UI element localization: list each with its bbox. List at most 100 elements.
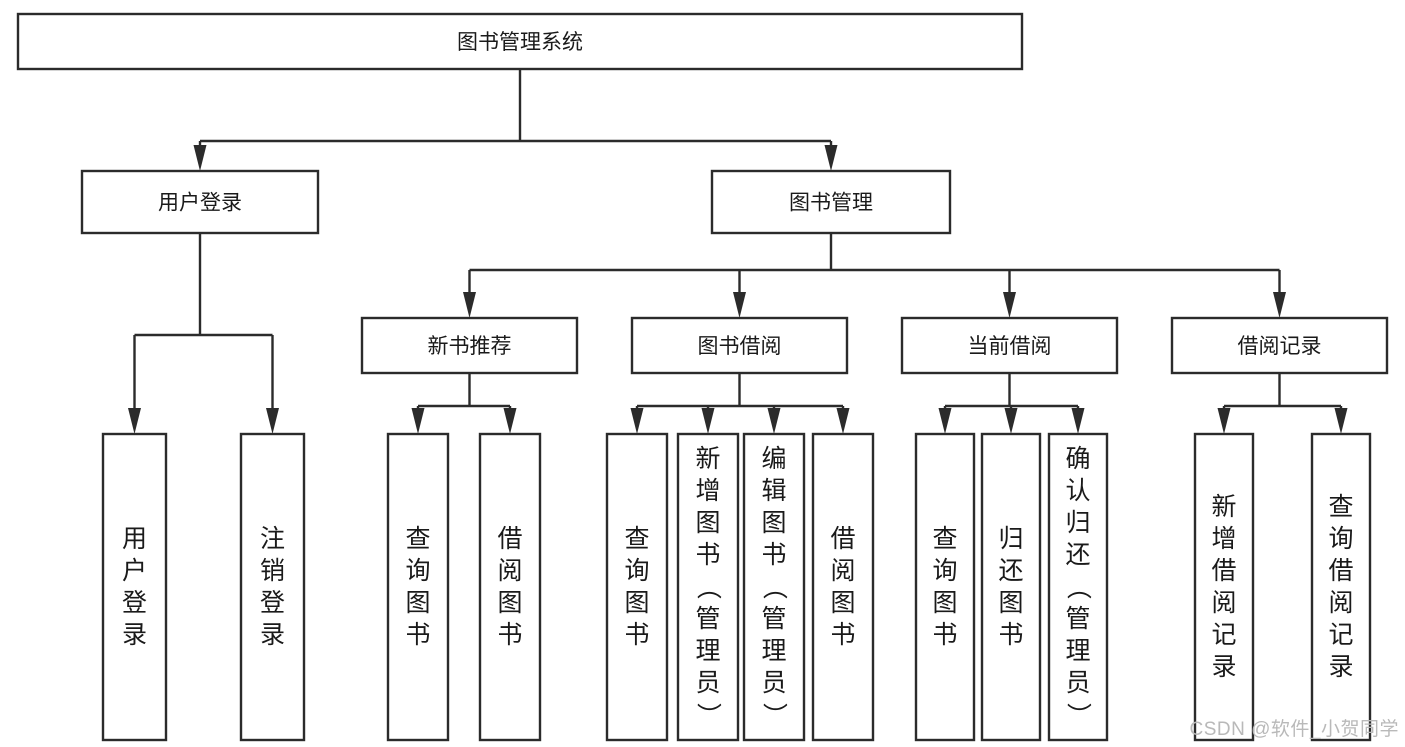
leaf-node-leaf-borrow-book-1-char: 书 — [497, 621, 522, 649]
leaf-node-leaf-add-book-rect — [676, 432, 740, 742]
level2-node-current-borrow-rect — [900, 316, 1119, 375]
leaf-node-leaf-query-book-1-rect — [386, 432, 450, 742]
level2-node-current-borrow-label: 当前借阅 — [968, 335, 1052, 358]
leaf-node-leaf-query-book-1-char: 图 — [405, 589, 430, 617]
leaf-node-leaf-borrow-book-1-char: 借 — [497, 525, 522, 553]
leaf-node-leaf-query-book-2-char: 图 — [624, 589, 649, 617]
leaf-node-leaf-query-book-1-char: 询 — [405, 557, 430, 585]
leaf-node-leaf-query-book-2-char: 书 — [624, 621, 649, 649]
leaf-node-leaf-query-record-char: 查 — [1328, 493, 1353, 521]
level2-node-book-borrow-rect — [630, 316, 849, 375]
leaf-node-leaf-query-record-char: 阅 — [1328, 589, 1353, 617]
arrow-down-icon — [630, 408, 644, 434]
leaf-node-leaf-return-book-char: 归 — [998, 525, 1023, 553]
leaf-node-leaf-edit-book-char: 书 — [761, 541, 786, 569]
leaf-node-leaf-query-book-2-char: 查 — [624, 525, 649, 553]
arrow-down-icon — [1004, 408, 1018, 434]
arrow-down-icon — [1217, 408, 1231, 434]
leaf-node-leaf-user-login-char: 录 — [122, 621, 147, 649]
node-layer: 图书管理系统用户登录图书管理新书推荐图书借阅当前借阅借阅记录用户登录注销登录查询… — [16, 12, 1389, 742]
level1-node-book-manage[interactable]: 图书管理 — [710, 169, 952, 235]
arrow-down-icon — [1071, 408, 1085, 434]
arrow-down-icon — [1273, 292, 1286, 318]
arrow-down-icon — [767, 408, 781, 434]
arrow-down-icon — [128, 408, 141, 434]
leaf-node-leaf-add-record-char: 增 — [1211, 525, 1236, 553]
leaf-node-leaf-logout-char: 销 — [260, 557, 285, 585]
level2-node-book-borrow-label: 图书借阅 — [698, 335, 782, 358]
root-node-system[interactable]: 图书管理系统 — [16, 12, 1024, 71]
leaf-node-leaf-return-book-char: 图 — [998, 589, 1023, 617]
level2-node-new-book-rec-rect — [360, 316, 579, 375]
arrow-down-icon — [266, 408, 279, 434]
level2-node-borrow-record[interactable]: 借阅记录 — [1170, 316, 1389, 375]
level1-node-book-manage-label: 图书管理 — [789, 192, 873, 215]
level2-node-current-borrow[interactable]: 当前借阅 — [900, 316, 1119, 375]
leaf-node-leaf-edit-book-rect — [742, 432, 806, 742]
leaf-node-leaf-query-book-3-char: 查 — [932, 525, 957, 553]
level2-node-book-borrow[interactable]: 图书借阅 — [630, 316, 849, 375]
leaf-node-leaf-add-record-char: 新 — [1211, 493, 1236, 521]
leaf-node-leaf-add-book-char: 理 — [695, 637, 720, 665]
leaf-node-leaf-edit-book-char: 管 — [761, 605, 786, 633]
level2-node-borrow-record-label: 借阅记录 — [1238, 335, 1322, 358]
leaf-node-leaf-query-record-char: 录 — [1328, 653, 1353, 681]
leaf-node-leaf-query-record-char: 询 — [1328, 525, 1353, 553]
leaf-node-leaf-query-book-1-char: 书 — [405, 621, 430, 649]
leaf-node-leaf-add-book-char: 书 — [695, 541, 720, 569]
leaf-node-leaf-add-book-char: ） — [694, 702, 722, 727]
leaf-node-leaf-query-book-3-char: 图 — [932, 589, 957, 617]
leaf-node-leaf-return-book-rect — [980, 432, 1042, 742]
leaf-node-leaf-edit-book-char: 编 — [761, 445, 786, 473]
level1-node-user-login-label: 用户登录 — [158, 192, 242, 215]
leaf-node-leaf-logout-char: 录 — [260, 621, 285, 649]
leaf-node-leaf-query-book-1-char: 查 — [405, 525, 430, 553]
leaf-node-leaf-borrow-book-2-char: 借 — [830, 525, 855, 553]
leaf-node-leaf-edit-book-char: 理 — [761, 637, 786, 665]
leaf-node-leaf-edit-book-char: 辑 — [761, 477, 786, 505]
leaf-node-leaf-query-book-3-char: 书 — [932, 621, 957, 649]
leaf-node-leaf-edit-book-char: 员 — [761, 669, 786, 697]
edge-layer — [128, 69, 1348, 434]
leaf-node-leaf-confirm-return-char: ） — [1064, 702, 1092, 727]
arrow-down-icon — [836, 408, 850, 434]
leaf-node-leaf-return-book-char: 还 — [998, 557, 1023, 585]
leaf-node-leaf-confirm-return-rect — [1047, 432, 1109, 742]
arrow-down-icon — [1334, 408, 1348, 434]
level2-node-borrow-record-rect — [1170, 316, 1389, 375]
leaf-node-leaf-user-login-char: 登 — [122, 589, 147, 617]
level1-node-user-login-rect — [80, 169, 320, 235]
arrow-down-icon — [463, 292, 476, 318]
leaf-node-leaf-borrow-book-1-char: 阅 — [497, 557, 522, 585]
leaf-node-leaf-confirm-return-char: 确 — [1065, 445, 1090, 473]
leaf-node-leaf-borrow-book-2-char: 书 — [830, 621, 855, 649]
level1-node-user-login[interactable]: 用户登录 — [80, 169, 320, 235]
leaf-node-leaf-user-login[interactable]: 用户登录 — [101, 432, 168, 742]
leaf-node-leaf-borrow-book-1-char: 图 — [497, 589, 522, 617]
leaf-node-leaf-borrow-book-2-char: 图 — [830, 589, 855, 617]
leaf-node-leaf-add-record-char: 录 — [1211, 653, 1236, 681]
arrow-down-icon — [824, 145, 838, 171]
level2-node-new-book-rec[interactable]: 新书推荐 — [360, 316, 579, 375]
leaf-node-leaf-add-record-char: 记 — [1211, 621, 1236, 649]
leaf-node-leaf-edit-book-char: 图 — [761, 509, 786, 537]
leaf-node-leaf-add-book-char: 图 — [695, 509, 720, 537]
root-node-system-rect — [16, 12, 1024, 71]
arrow-down-icon — [1003, 292, 1016, 318]
leaf-node-leaf-add-book-char: 管 — [695, 605, 720, 633]
leaf-node-leaf-query-book-3-rect — [914, 432, 976, 742]
